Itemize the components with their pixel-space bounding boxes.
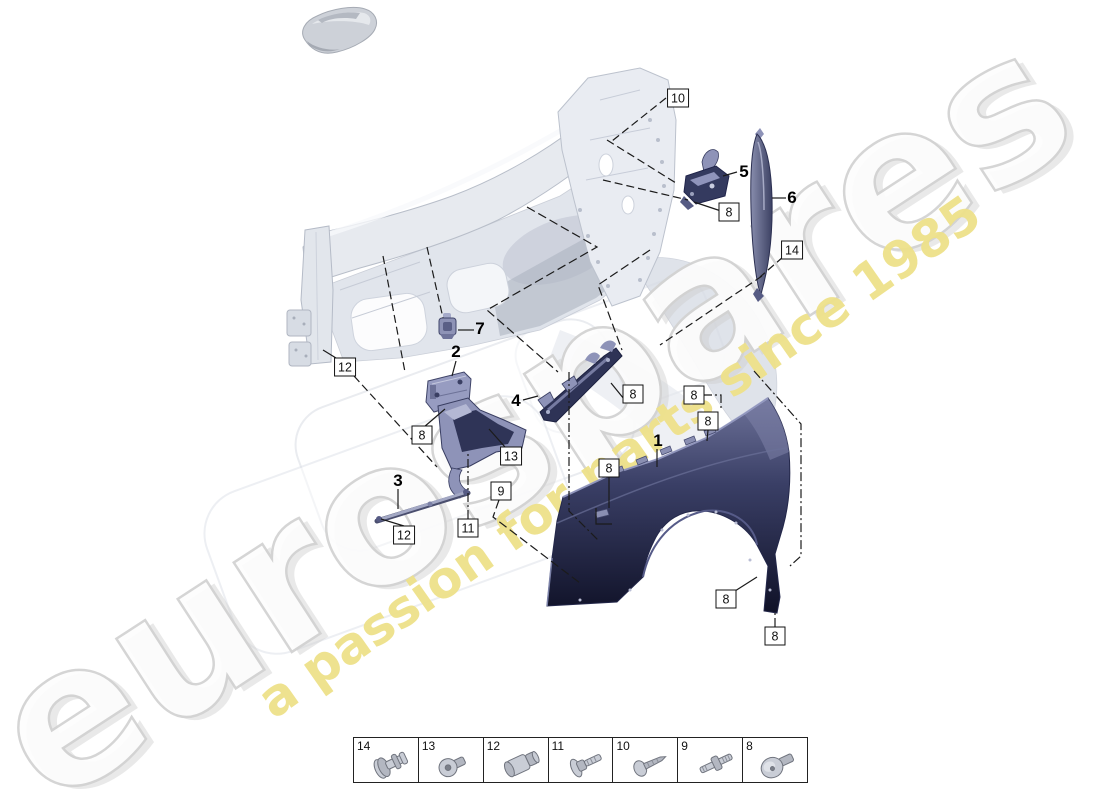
legend-number: 8 <box>746 739 753 753</box>
callout-box-13[interactable]: 13 <box>500 446 522 466</box>
callout-box-8[interactable]: 8 <box>718 202 740 222</box>
spacer-sleeve-icon <box>503 751 540 778</box>
callout-box-8[interactable]: 8 <box>764 626 786 646</box>
legend-number: 10 <box>616 739 630 753</box>
push-rivet-icon <box>373 751 408 779</box>
callout-box-12[interactable]: 12 <box>334 357 356 377</box>
double-stud-icon <box>699 753 733 774</box>
callout-box-14[interactable]: 14 <box>781 240 803 260</box>
legend-number: 14 <box>357 739 371 753</box>
callout-box-8[interactable]: 8 <box>697 411 719 431</box>
part-label-2[interactable]: 2 <box>451 342 461 361</box>
part-6-strip-drawing <box>750 128 773 302</box>
legend-cell-13: 13 <box>419 738 484 782</box>
legend-cell-10: 10 <box>613 738 679 782</box>
legend-number: 13 <box>421 739 436 753</box>
legend-number: 11 <box>551 739 565 753</box>
callout-box-8[interactable]: 8 <box>598 458 620 478</box>
callout-box-8[interactable]: 8 <box>622 384 644 404</box>
callout-box-11[interactable]: 11 <box>457 518 479 538</box>
callout-box-8[interactable]: 8 <box>411 425 433 445</box>
legend-cell-12: 12 <box>484 738 549 782</box>
fastener-legend: 14 13 12 11 <box>353 737 808 783</box>
part-label-3[interactable]: 3 <box>393 471 403 490</box>
callout-box-8[interactable]: 8 <box>715 589 737 609</box>
part-4-rail-drawing <box>537 340 623 423</box>
grommet-icon <box>438 756 466 778</box>
body-bolt-icon <box>760 753 795 779</box>
part-label-4[interactable]: 4 <box>511 391 521 410</box>
part-1-fender-drawing <box>546 397 791 614</box>
legend-cell-9: 9 <box>678 738 744 782</box>
legend-cell-8: 8 <box>743 738 807 782</box>
part-7-clip-drawing <box>438 313 457 339</box>
washer-screw-icon <box>570 754 603 778</box>
part-label-1[interactable]: 1 <box>653 431 663 450</box>
callout-box-8[interactable]: 8 <box>683 385 705 405</box>
legend-cell-11: 11 <box>549 738 614 782</box>
part-5-bracket-drawing <box>680 149 730 210</box>
legend-cell-14: 14 <box>354 738 419 782</box>
part-2-bracket-drawing <box>425 371 527 499</box>
leader-lines <box>322 97 802 627</box>
self-tapping-screw-icon <box>633 756 668 777</box>
callout-box-9[interactable]: 9 <box>490 481 512 501</box>
part-label-5[interactable]: 5 <box>739 162 749 181</box>
part-3-rod-drawing <box>374 489 471 524</box>
callout-box-12[interactable]: 12 <box>393 525 415 545</box>
part-label-6[interactable]: 6 <box>787 188 797 207</box>
callout-box-10[interactable]: 10 <box>667 88 689 108</box>
legend-number: 9 <box>681 739 688 753</box>
part-label-7[interactable]: 7 <box>475 319 485 338</box>
legend-number: 12 <box>486 739 501 753</box>
car-thumbnail-icon <box>302 6 378 54</box>
